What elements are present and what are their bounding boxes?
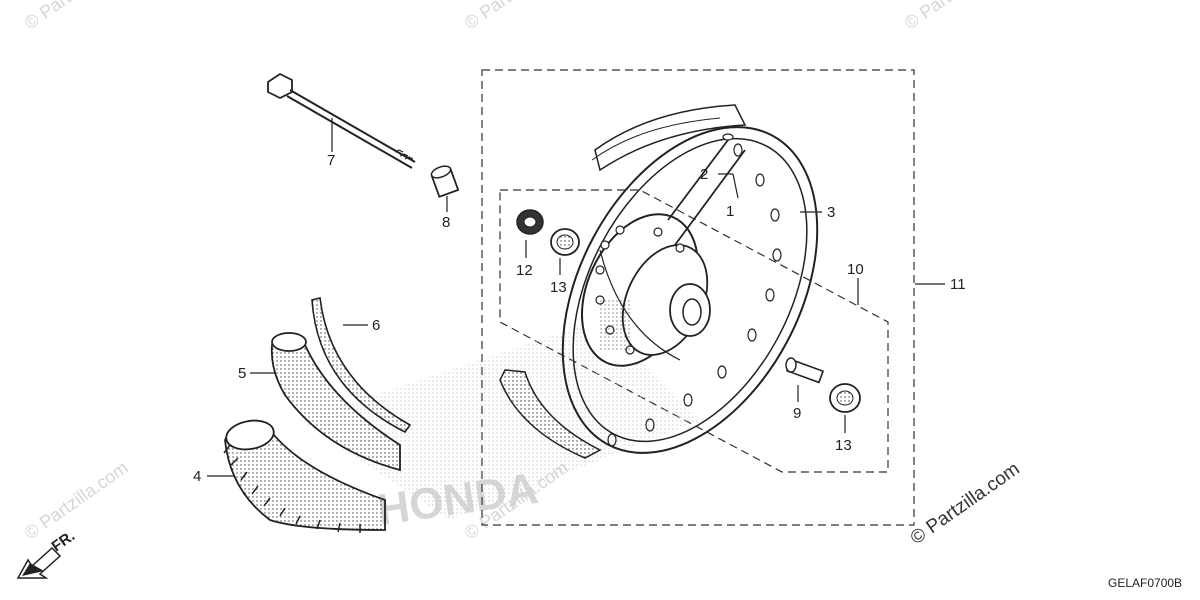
dust-seal-icon[interactable] xyxy=(516,209,544,235)
tube-icon[interactable] xyxy=(270,332,401,472)
bearing-icon-upper[interactable] xyxy=(550,228,580,256)
callout-10: 10 xyxy=(847,261,864,278)
callout-2: 2 xyxy=(700,166,708,183)
watermark-faint-2: © Partzilla.com xyxy=(461,0,572,33)
distance-collar-icon[interactable] xyxy=(785,357,825,384)
wheel-assembly-outline xyxy=(481,69,915,526)
callout-5: 5 xyxy=(238,365,246,382)
axle-bolt-icon[interactable] xyxy=(267,72,416,169)
callout-1: 1 xyxy=(726,203,734,220)
diagram-code: GELAF0700B xyxy=(1108,576,1182,590)
callout-7: 7 xyxy=(327,152,335,169)
callout-3: 3 xyxy=(827,204,835,221)
rim-band-icon[interactable] xyxy=(311,297,412,434)
rim-icon[interactable] xyxy=(499,84,869,496)
callout-11: 11 xyxy=(950,276,966,293)
arrow-icon xyxy=(16,546,62,579)
spoke-icon[interactable] xyxy=(667,133,746,246)
watermark-faint-4: © Partzilla.com xyxy=(21,457,132,543)
callout-13-upper: 13 xyxy=(550,279,567,296)
rim-section-lower xyxy=(499,369,602,459)
callout-9: 9 xyxy=(793,405,801,422)
callout-12: 12 xyxy=(516,262,533,279)
watermark-faint-3: © Partzilla.com xyxy=(901,0,1012,33)
hub-icon[interactable] xyxy=(559,196,724,385)
watermark-faint-1: © Partzilla.com xyxy=(21,0,132,33)
tire-icon[interactable] xyxy=(223,417,386,533)
collar-icon[interactable] xyxy=(430,164,460,198)
leader-lines xyxy=(207,118,945,477)
callout-4: 4 xyxy=(193,468,201,485)
callout-13-lower: 13 xyxy=(835,437,852,454)
watermark-main: © Partzilla.com xyxy=(907,458,1024,549)
callout-labels: 1 2 3 4 5 6 7 8 9 10 11 12 13 13 xyxy=(193,152,966,485)
bearing-icon-lower[interactable] xyxy=(829,383,861,413)
callout-6: 6 xyxy=(372,317,380,334)
callout-8: 8 xyxy=(442,214,450,231)
